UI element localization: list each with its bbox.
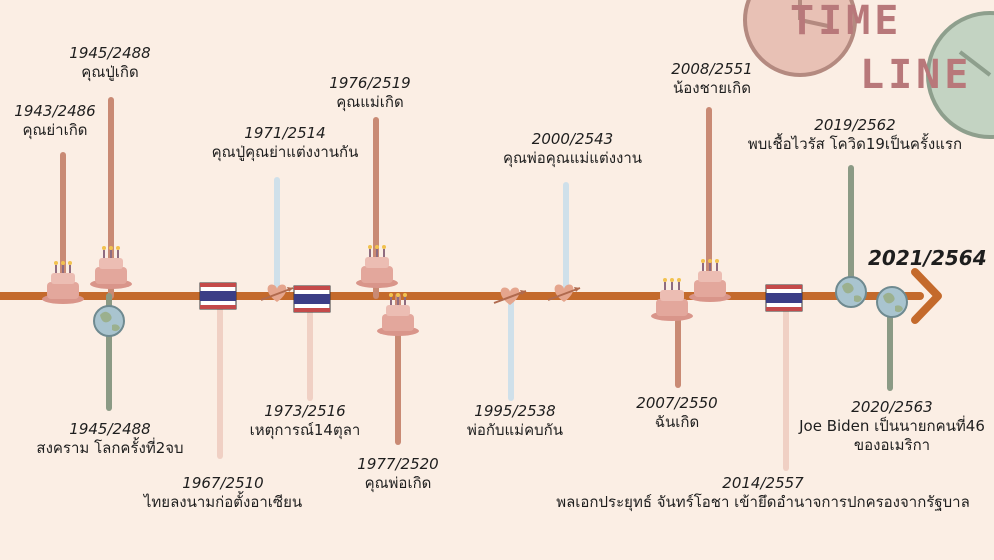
birthday-cake-icon: [689, 259, 731, 302]
clock-icon: [743, 0, 857, 77]
globe-icon: [876, 286, 908, 318]
clock-icon: [926, 11, 994, 139]
birthday-cake-icon: [42, 261, 84, 304]
globe-icon: [93, 305, 125, 337]
thai-flag-icon: [199, 282, 237, 310]
heart-arrow-icon: [547, 284, 581, 302]
timeline-end-year: 2021/2564: [868, 246, 987, 270]
title-time: TIME: [790, 0, 903, 44]
birthday-cake-icon: [377, 293, 419, 336]
title-line: LINE: [860, 52, 973, 98]
timeline-arrowhead: [911, 268, 942, 324]
birthday-cake-icon: [90, 246, 132, 289]
heart-arrow-icon: [260, 284, 294, 302]
birthday-cake-icon: [651, 278, 693, 321]
thai-flag-icon: [765, 284, 803, 312]
birthday-cake-icon: [356, 245, 398, 288]
globe-icon: [835, 276, 867, 308]
thai-flag-icon: [293, 285, 331, 313]
heart-arrow-icon: [493, 287, 527, 305]
